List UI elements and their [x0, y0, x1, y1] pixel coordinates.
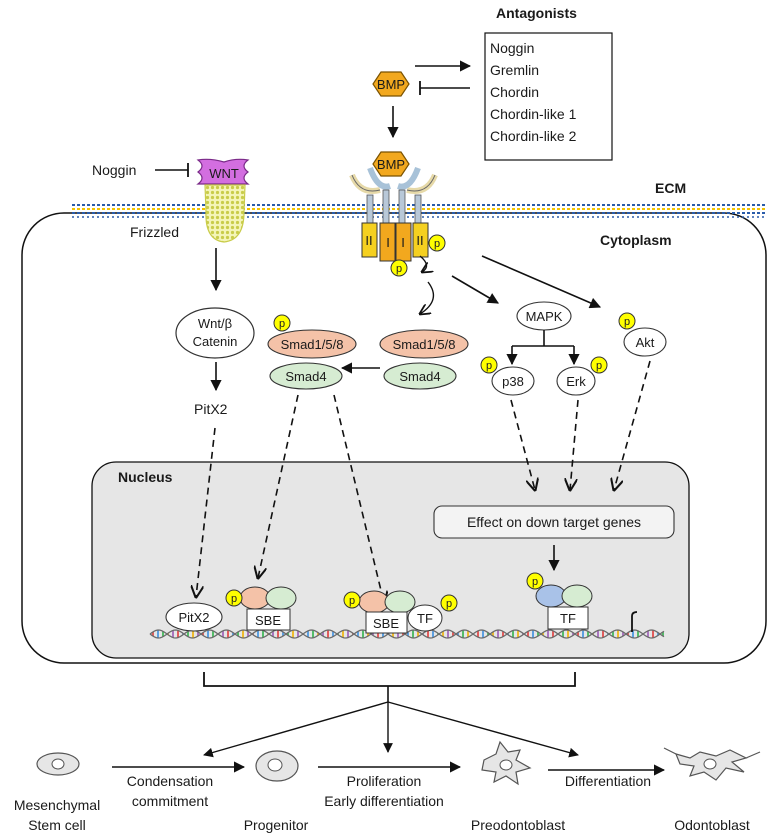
transcription-start-icon — [631, 611, 638, 632]
cosmad-label: Smad4 — [285, 369, 326, 384]
svg-text:p38: p38 — [502, 374, 524, 389]
svg-text:p: p — [486, 360, 492, 372]
svg-text:p: p — [532, 576, 538, 588]
sbe-complex-right: p SBE TF p — [343, 590, 458, 634]
bmp-receptor-complex: BMP II I I II — [349, 151, 438, 262]
arrow-to-progenitor-stage — [203, 701, 389, 758]
svg-text:SBE: SBE — [373, 616, 399, 631]
svg-text:p: p — [349, 595, 355, 607]
arrow-pitx2-to-nucleus — [196, 427, 216, 597]
antagonist-item: Noggin — [490, 40, 534, 56]
svg-text:BMP: BMP — [377, 77, 405, 92]
progenitor-cell-icon — [255, 750, 299, 782]
svg-text:p: p — [624, 316, 630, 328]
akt-node: Akt p — [618, 312, 667, 357]
arrow-erk-to-effect — [570, 399, 579, 490]
wnt-catenin-node: Wnt/β Catenin — [175, 307, 255, 359]
arrow-akt-to-effect — [614, 360, 651, 490]
svg-text:PitX2: PitX2 — [178, 610, 209, 625]
inhibition-antagonists-to-bmp — [419, 81, 470, 95]
odontoblast-cell-icon — [663, 747, 761, 781]
mapk-node: MAPK — [516, 301, 572, 331]
svg-text:p: p — [446, 598, 452, 610]
arrow-phosphorylation — [420, 255, 427, 272]
receptor-i-label: I — [401, 235, 405, 250]
antagonist-item: Gremlin — [490, 62, 539, 78]
antagonist-item: Chordin — [490, 84, 539, 100]
arrow-to-smad — [420, 281, 435, 314]
svg-text:p: p — [396, 263, 402, 275]
svg-text:SBE: SBE — [255, 613, 281, 628]
receptor-ii-label: II — [365, 233, 372, 248]
ecm-label: ECM — [655, 180, 686, 196]
bmp-ligand-free: BMP — [372, 71, 410, 97]
svg-text:Wnt/β: Wnt/β — [198, 316, 232, 331]
arrow-smad-to-sbe-left — [258, 394, 299, 578]
frizzled-receptor — [204, 184, 246, 243]
dna-backbone — [149, 629, 665, 639]
p38-node: p38 p — [480, 356, 535, 396]
smad-complex-free: Smad1/5/8 Smad4 — [379, 329, 469, 390]
effect-box: Effect on down target genes — [433, 505, 675, 539]
erk-node: Erk p — [556, 356, 608, 396]
cosmad-label: Smad4 — [399, 369, 440, 384]
svg-text:MAPK: MAPK — [526, 309, 563, 324]
rsmad-label: Smad1/5/8 — [281, 337, 344, 352]
nucleus-label: Nucleus — [118, 469, 173, 485]
svg-text:TF: TF — [417, 611, 433, 626]
arrow-to-differentiation-stage — [387, 701, 579, 758]
svg-text:p: p — [434, 238, 440, 250]
transition-label: Early differentiation — [324, 793, 444, 809]
cytoplasm-label: Cytoplasm — [600, 232, 672, 248]
arrow-receptor-to-mapk — [451, 275, 499, 304]
receptor-phospho-bottom: p — [390, 259, 408, 277]
antagonist-item: Chordin-like 2 — [490, 128, 577, 144]
antagonist-item: Chordin-like 1 — [490, 106, 577, 122]
svg-text:Effect on down target genes: Effect on down target genes — [467, 514, 641, 530]
pitx2-complex: PitX2 — [165, 602, 223, 632]
svg-text:Akt: Akt — [636, 335, 655, 350]
svg-text:p: p — [231, 593, 237, 605]
transition-label: Condensation — [127, 773, 213, 789]
transition-label: Proliferation — [347, 773, 422, 789]
svg-text:Erk: Erk — [566, 374, 586, 389]
smad-complex-phospho: Smad1/5/8 Smad4 p — [267, 314, 357, 390]
antagonists-title: Antagonists — [496, 5, 577, 21]
stage-label: Odontoblast — [674, 817, 750, 833]
rsmad-label: Smad1/5/8 — [393, 337, 456, 352]
stage-label: Preodontoblast — [471, 817, 565, 833]
svg-text:p: p — [596, 360, 602, 372]
wnt-noggin-label: Noggin — [92, 162, 136, 178]
tf-complex: p TF — [526, 572, 593, 630]
pitx2-label: PitX2 — [194, 401, 228, 417]
transition-label: Differentiation — [565, 773, 651, 789]
antagonists-box — [484, 32, 613, 161]
wnt-noggin-inhibition: Noggin — [92, 162, 189, 178]
mesenchymal-stem-cell-icon — [36, 752, 80, 776]
stage-label: Mesenchymal — [14, 797, 100, 813]
sbe-complex-left: p SBE — [225, 586, 297, 631]
svg-text:Catenin: Catenin — [193, 334, 238, 349]
preodontoblast-cell-icon — [481, 740, 532, 786]
output-bracket — [203, 672, 576, 687]
receptor-phospho-right: p — [428, 234, 446, 252]
wnt-ligand: WNT — [196, 158, 250, 185]
stage-label: Progenitor — [244, 817, 309, 833]
svg-text:TF: TF — [560, 611, 576, 626]
receptor-i-label: I — [386, 235, 390, 250]
stage-label: Stem cell — [28, 817, 86, 833]
bmp-bound-label: BMP — [377, 157, 405, 172]
arrow-receptor-to-akt — [481, 255, 602, 309]
receptor-ii-label: II — [416, 233, 423, 248]
transition-label: commitment — [132, 793, 208, 809]
svg-text:p: p — [279, 318, 285, 330]
frizzled-label: Frizzled — [130, 224, 179, 240]
arrow-p38-to-effect — [510, 399, 535, 490]
mapk-branch — [506, 330, 580, 366]
svg-text:WNT: WNT — [209, 166, 239, 181]
